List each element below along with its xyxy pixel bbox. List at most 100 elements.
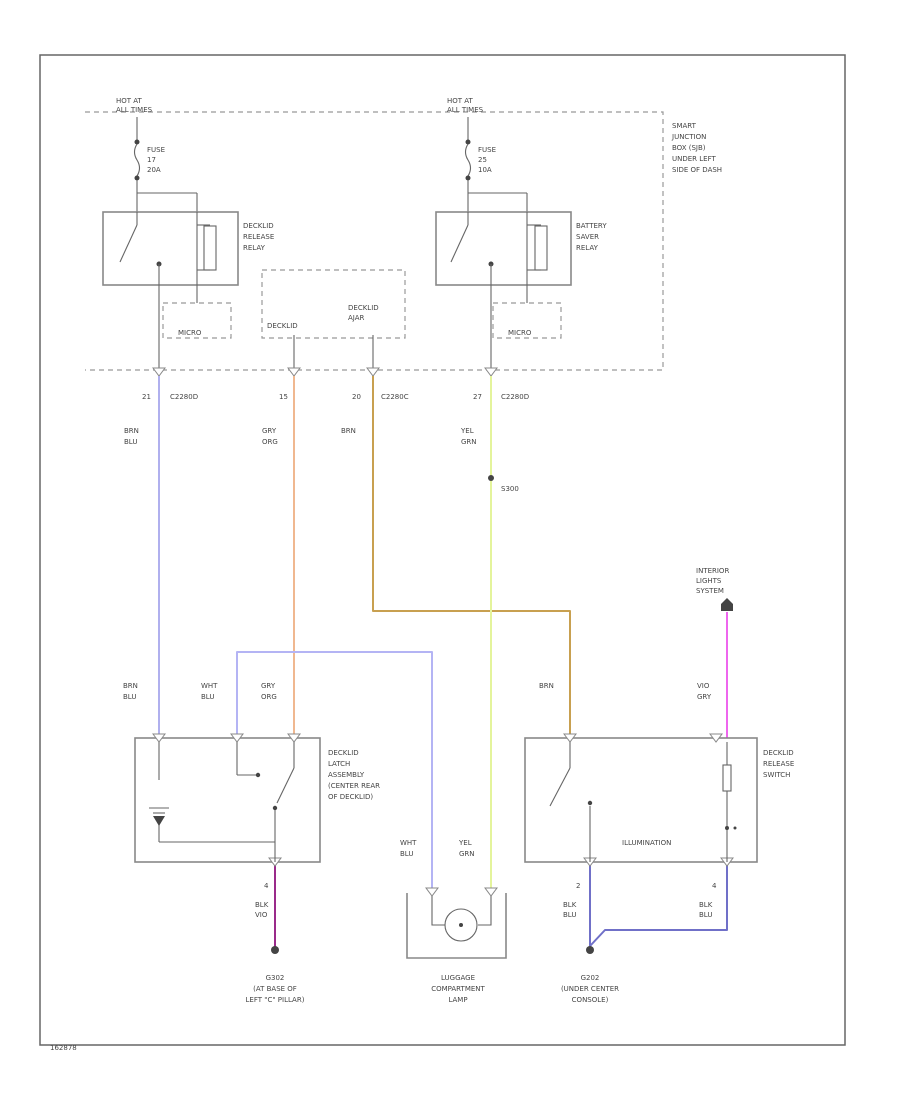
wire-pin-4-left: 4 [264,882,269,890]
decklid-release-relay [102,211,239,286]
text-line: JUNCTION [671,133,706,141]
relay-coil-icon [196,212,217,285]
wire-blk-blu [589,862,728,947]
text-line: SMART [672,122,697,130]
text-line: SYSTEM [696,587,724,595]
wire-code-vio-gry: VIO GRY [697,682,712,701]
text-line: 25 [478,156,487,164]
text-line: BRN [123,682,138,690]
text-line: UNDER LEFT [672,155,716,163]
text-line: BLU [124,438,137,446]
connector-pin-21: 21 [142,393,151,401]
text-line: VIO [697,682,710,690]
wire-code-brn-top: BRN [341,427,356,435]
connector-pin-27: 27 [473,393,482,401]
text-line: LUGGAGE [441,974,475,982]
text-line: GRY [697,693,712,701]
text-line: DECKLID [763,749,794,757]
text-line: BATTERY [576,222,607,230]
text-line: BOX (SJB) [672,144,706,152]
text-line: (AT BASE OF [253,985,297,993]
text-line: SWITCH [763,771,790,779]
text-line: 10A [478,166,492,174]
wire-code-brn-blu-top: BRN BLU [124,427,139,446]
release-switch-contact-icon [549,742,593,862]
splice-s300 [488,475,494,481]
text-line: HOT AT [447,97,474,105]
text-line: 17 [147,156,156,164]
sjb-connector-pins [152,367,498,377]
text-line: BRN [124,427,139,435]
connector-pin-20: 20 [352,393,361,401]
text-line: FUSE [147,146,165,154]
text-line: LIGHTS [696,577,722,585]
wire-code-brn-blu-lower: BRN BLU [123,682,138,701]
text-line: FUSE [478,146,496,154]
illumination-label: ILLUMINATION [622,839,671,847]
wire-pin-4-right: 4 [712,882,717,890]
text-line: BLK [563,901,577,909]
figure-id: 162878 [50,1044,77,1052]
splice-s300-label: S300 [501,485,519,493]
sjb-inputs-box [261,269,406,339]
text-line: (UNDER CENTER [561,985,619,993]
connector-c2280c: C2280C [381,393,409,401]
latch-switch-icon [158,742,295,862]
ground-g302-icon [271,946,279,954]
text-line: COMPARTMENT [431,985,485,993]
wire-code-blk-blu-right: BLK BLU [699,901,713,919]
text-line: BLU [699,911,712,919]
relay-contact-icon [119,212,162,285]
text-line: DECKLID [348,304,379,312]
text-line: GRY [262,427,277,435]
text-line: BLK [699,901,713,909]
decklid-latch-assembly [134,737,321,863]
text-line: SIDE OF DASH [672,166,722,174]
micro-label-left: MICRO [178,329,202,337]
decklid-ajar-input-label: DECKLID AJAR [348,304,379,322]
text-line: GRY [261,682,276,690]
wire-wht-blu [236,651,433,890]
text-line: ORG [262,438,278,446]
text-line: BLU [563,911,576,919]
battery-saver-relay [435,211,572,286]
connector-c2280d-right: C2280D [501,393,529,401]
text-line: LAMP [448,996,467,1004]
text-line: DECKLID [328,749,359,757]
text-line: BLK [255,901,269,909]
text-line: DECKLID [243,222,274,230]
fuse-17-icon [133,117,141,212]
text-line: SAVER [576,233,599,241]
wire-pin-2: 2 [576,882,580,890]
text-line: AJAR [348,314,365,322]
text-line: ALL TIMES [447,106,484,114]
micro-box-right [492,302,562,339]
text-line: VIO [255,911,268,919]
text-line: RELAY [576,244,599,252]
text-line: HOT AT [116,97,143,105]
text-line: BLU [123,693,136,701]
text-line: RELEASE [243,233,274,241]
illumination-bulb-icon [722,742,737,862]
text-line: G202 [581,974,600,982]
wire-code-gry-org-top: GRY ORG [262,427,278,446]
text-line: YEL [458,839,472,847]
text-line: (CENTER REAR [328,782,380,790]
text-line: GRN [461,438,477,446]
luggage-lamp-label: LUGGAGE COMPARTMENT LAMP [431,974,485,1004]
wire-code-brn-lower: BRN [539,682,554,690]
text-line: BLU [400,850,413,858]
